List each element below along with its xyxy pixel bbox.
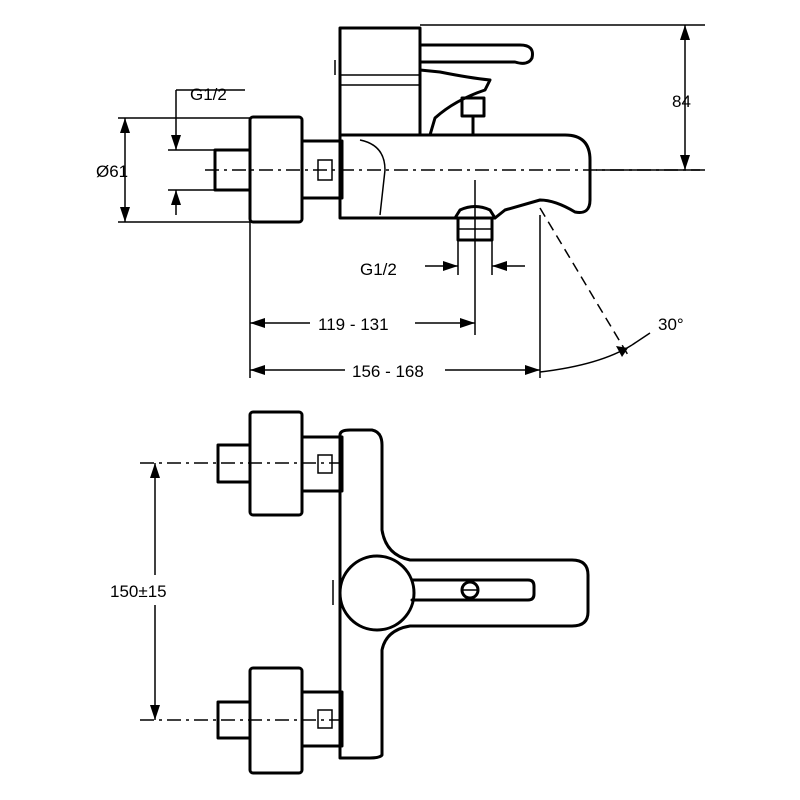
mixer-lever: [418, 43, 534, 65]
dim-total-projection: 156 - 168: [250, 215, 541, 381]
swivel-axis: [539, 207, 629, 356]
mixer-body: [338, 133, 592, 220]
dim-angle: 30°: [539, 315, 684, 373]
diverter-knob: [460, 96, 486, 118]
spout-circle: [338, 554, 416, 632]
plan-body: [338, 428, 590, 760]
nut-detail: [317, 159, 333, 181]
inlet-pipe: [213, 148, 252, 192]
dim-diameter-label: Ø61: [96, 162, 128, 181]
dim-center-distance: 150±15: [110, 463, 167, 720]
upper-inlet-pipe: [216, 443, 252, 484]
dim-total-projection-label: 156 - 168: [352, 362, 424, 381]
dim-diameter: Ø61: [96, 117, 250, 223]
connector-nut: [300, 139, 344, 200]
dim-thread-inlet-label: G1/2: [190, 85, 227, 104]
upper-nut-detail: [317, 454, 333, 474]
dim-thread-inlet: G1/2: [168, 85, 245, 215]
dim-height-label: 84: [672, 92, 691, 111]
plan-view: [140, 410, 590, 775]
cartridge-housing: [338, 26, 422, 137]
dim-center-distance-label: 150±15: [110, 582, 167, 601]
dim-height: 84: [420, 24, 705, 171]
lower-nut-detail: [317, 709, 333, 729]
dim-thread-outlet-label: G1/2: [360, 260, 397, 279]
upper-nut: [300, 435, 344, 493]
body-contour: [359, 139, 386, 216]
lower-nut: [300, 690, 344, 748]
plan-lever: [410, 578, 536, 602]
dim-angle-label: 30°: [658, 315, 684, 334]
dim-thread-outlet: G1/2: [360, 240, 525, 279]
lower-inlet-pipe: [216, 700, 252, 740]
side-view: [205, 26, 700, 356]
diverter-arc: [418, 68, 492, 137]
dim-spout-projection-label: 119 - 131: [318, 315, 389, 334]
dim-spout-projection: 119 - 131: [249, 180, 476, 378]
